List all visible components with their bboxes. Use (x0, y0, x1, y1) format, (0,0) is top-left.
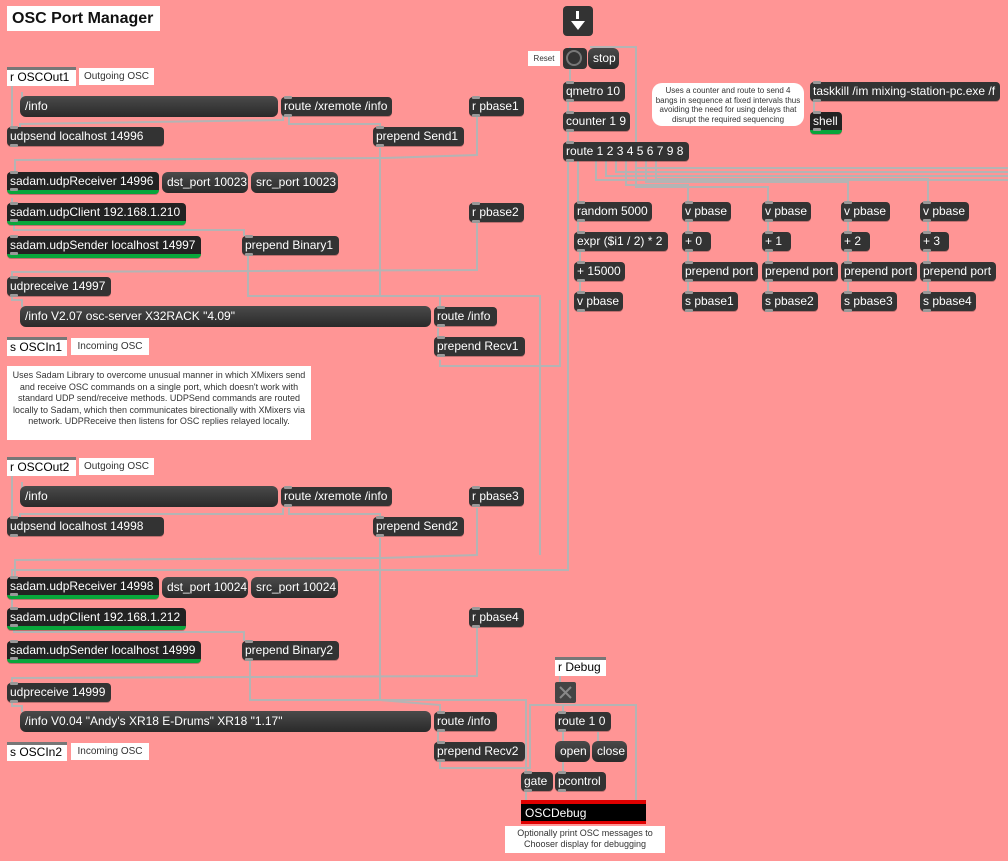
receive-oscout2[interactable]: r OSCOut2 (7, 457, 76, 476)
taskkill[interactable]: taskkill /im mixing-station-pc.exe /f (810, 81, 1000, 102)
v-pbase-col1[interactable]: v pbase (682, 201, 731, 222)
receive-pbase3[interactable]: r pbase3 (469, 486, 524, 507)
v-pbase-col4[interactable]: v pbase (920, 201, 969, 222)
comment-outgoing-osc-1: Outgoing OSC (79, 68, 154, 85)
sadam-udpreceiver-14998[interactable]: sadam.udpReceiver 14998 (7, 576, 159, 599)
receive-oscout1[interactable]: r OSCOut1 (7, 67, 76, 86)
sadam-udpclient-212[interactable]: sadam.udpClient 192.168.1.212 (7, 607, 186, 630)
send-oscin2[interactable]: s OSCIn2 (7, 742, 67, 761)
debug-comment: Optionally print OSC messages to Chooser… (505, 826, 665, 853)
reset-comment: Reset (528, 51, 560, 66)
close-button[interactable]: close (592, 741, 627, 762)
info-message-2[interactable]: /info (20, 486, 278, 507)
osc-debug-console[interactable]: OSCDebug (521, 800, 646, 824)
prepend-port-col1[interactable]: prepend port (682, 261, 758, 282)
dst-port-10023[interactable]: dst_port 10023 (162, 172, 248, 193)
pcontrol[interactable]: pcontrol (555, 771, 606, 792)
udpreceive-14997[interactable]: udpreceive 14997 (7, 276, 111, 297)
plus-3[interactable]: + 3 (920, 231, 949, 252)
qmetro-10[interactable]: qmetro 10 (563, 81, 625, 102)
send-pbase4[interactable]: s pbase4 (920, 291, 976, 312)
prepend-recv1[interactable]: prepend Recv1 (434, 336, 525, 357)
comment-outgoing-osc-2: Outgoing OSC (79, 458, 154, 475)
sadam-udpclient-210[interactable]: sadam.udpClient 192.168.1.210 (7, 202, 186, 225)
plus-2[interactable]: + 2 (841, 231, 870, 252)
udpsend-14998[interactable]: udpsend localhost 14998 (7, 516, 164, 537)
comment-incoming-osc-2: Incoming OSC (71, 743, 149, 760)
counter-1-9[interactable]: counter 1 9 (563, 111, 630, 132)
gate[interactable]: gate (521, 771, 553, 792)
receive-pbase2[interactable]: r pbase2 (469, 202, 524, 223)
counter-comment: Uses a counter and route to send 4 bangs… (652, 83, 804, 126)
info-message-1[interactable]: /info (20, 96, 278, 117)
v-pbase-col3[interactable]: v pbase (841, 201, 890, 222)
udpreceive-14999[interactable]: udpreceive 14999 (7, 682, 111, 703)
stop-button[interactable]: stop (588, 48, 619, 69)
route-1-0[interactable]: route 1 0 (555, 711, 611, 732)
prepend-port-col3[interactable]: prepend port (841, 261, 917, 282)
route-info-2[interactable]: route /info (434, 711, 497, 732)
plus-15000[interactable]: + 15000 (574, 261, 625, 282)
receive-pbase1[interactable]: r pbase1 (469, 96, 524, 117)
info-reply-2[interactable]: /info V0.04 "Andy's XR18 E-Drums" XR18 "… (20, 711, 431, 732)
send-pbase2[interactable]: s pbase2 (762, 291, 818, 312)
src-port-10023[interactable]: src_port 10023 (251, 172, 338, 193)
prepend-port-col2[interactable]: prepend port (762, 261, 838, 282)
receive-pbase4[interactable]: r pbase4 (469, 607, 524, 628)
debug-toggle[interactable] (555, 682, 576, 703)
v-pbase-main[interactable]: v pbase (574, 291, 623, 312)
open-button[interactable]: open (555, 741, 590, 762)
sadam-udpsender-14997[interactable]: sadam.udpSender localhost 14997 (7, 235, 201, 258)
route-1-9[interactable]: route 1 2 3 4 5 6 7 9 8 (563, 141, 689, 162)
prepend-send1[interactable]: prepend Send1 (373, 126, 464, 147)
info-reply-1[interactable]: /info V2.07 osc-server X32RACK "4.09" (20, 306, 431, 327)
sadam-udpreceiver-14996[interactable]: sadam.udpReceiver 14996 (7, 171, 159, 194)
route-xremote-1[interactable]: route /xremote /info (281, 96, 392, 117)
sadam-udpsender-14999[interactable]: sadam.udpSender localhost 14999 (7, 640, 201, 663)
trigger-bang[interactable] (563, 6, 593, 36)
prepend-binary1[interactable]: prepend Binary1 (242, 235, 339, 256)
expr-object[interactable]: expr ($i1 / 2) * 2 (574, 231, 668, 252)
play-down-icon (571, 11, 585, 30)
sadam-library-comment: Uses Sadam Library to overcome unusual m… (7, 366, 311, 440)
receive-debug[interactable]: r Debug (555, 657, 606, 676)
comment-incoming-osc-1: Incoming OSC (71, 338, 149, 355)
prepend-recv2[interactable]: prepend Recv2 (434, 741, 525, 762)
send-pbase3[interactable]: s pbase3 (841, 291, 897, 312)
prepend-port-col4[interactable]: prepend port (920, 261, 996, 282)
udpsend-14996[interactable]: udpsend localhost 14996 (7, 126, 164, 147)
send-oscin1[interactable]: s OSCIn1 (7, 337, 67, 356)
prepend-send2[interactable]: prepend Send2 (373, 516, 464, 537)
x-icon (559, 686, 572, 699)
src-port-10024[interactable]: src_port 10024 (251, 577, 338, 598)
route-xremote-2[interactable]: route /xremote /info (281, 486, 392, 507)
circle-icon (566, 50, 582, 66)
plus-1[interactable]: + 1 (762, 231, 791, 252)
dst-port-10024[interactable]: dst_port 10024 (162, 577, 248, 598)
route-info-1[interactable]: route /info (434, 306, 497, 327)
shell[interactable]: shell (810, 111, 842, 134)
reset-bang[interactable] (563, 48, 587, 69)
prepend-binary2[interactable]: prepend Binary2 (242, 640, 339, 661)
plus-0[interactable]: + 0 (682, 231, 711, 252)
v-pbase-col2[interactable]: v pbase (762, 201, 811, 222)
random-5000[interactable]: random 5000 (574, 201, 652, 222)
page-title: OSC Port Manager (7, 6, 160, 31)
send-pbase1[interactable]: s pbase1 (682, 291, 738, 312)
